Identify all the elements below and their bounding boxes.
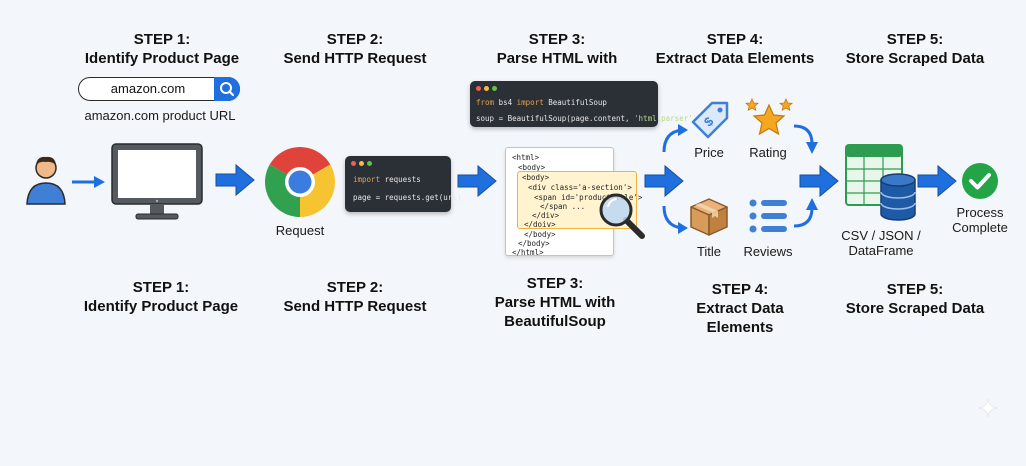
step2-top-header: STEP 2: Send HTTP Request xyxy=(270,30,440,68)
html-line: </body> xyxy=(524,230,556,239)
html-line: <body> xyxy=(522,173,550,182)
bs4-code-window: from bs4 import BeautifulSoup soup = Bea… xyxy=(470,81,697,127)
search-button[interactable] xyxy=(214,77,240,101)
database-icon xyxy=(880,173,916,221)
step2-top-title: Send HTTP Request xyxy=(283,50,427,67)
storage-format-line-2: DataFrame xyxy=(848,243,914,258)
merge-arrow-from-reviews xyxy=(793,198,818,228)
html-line: <span id='productTitle'> xyxy=(534,193,643,202)
step5-top-step: STEP 5: xyxy=(886,31,944,48)
html-line: </span ... xyxy=(540,202,586,211)
step5-top-title: Store Scraped Data xyxy=(845,50,985,67)
branch-arrow-down xyxy=(662,205,688,234)
arrow-store-to-complete xyxy=(917,164,957,198)
url-caption: amazon.com product URL xyxy=(84,108,236,123)
html-line: </doiv> xyxy=(524,220,556,229)
step1-top-title: Identify Product Page xyxy=(84,50,240,67)
url-search-value: amazon.com xyxy=(110,81,186,96)
requests-code-window: import requests page = requests.get(url) xyxy=(345,156,461,212)
process-complete-line-2: Complete xyxy=(952,220,1008,235)
step5-bottom-step: STEP 5: xyxy=(886,281,944,298)
html-line: </html> xyxy=(512,248,544,257)
step1-bottom-header: STEP 1: Identify Product Page xyxy=(76,278,246,316)
window-dots xyxy=(476,86,497,91)
process-complete-label: Process Complete xyxy=(944,205,1016,235)
html-line: </body> xyxy=(518,239,550,248)
step1-bottom-step: STEP 1: xyxy=(132,279,190,296)
bs4-code-line-1: from bs4 import BeautifulSoup xyxy=(476,98,607,107)
step3-top-title: Parse HTML with xyxy=(496,50,618,67)
step1-top-header: STEP 1: Identify Product Page xyxy=(82,30,242,68)
user-icon xyxy=(26,156,66,205)
step5-top-header: STEP 5: Store Scraped Data xyxy=(830,30,1000,68)
arrow-extract-to-store xyxy=(799,164,839,198)
rating-label: Rating xyxy=(749,145,787,160)
url-search-bar[interactable]: amazon.com xyxy=(78,77,240,101)
window-dots xyxy=(351,161,372,166)
star-rating-icon xyxy=(744,98,794,136)
step4-bottom-step: STEP 4: xyxy=(711,281,769,298)
list-icon xyxy=(749,199,787,233)
html-line: <body> xyxy=(518,163,546,172)
storage-format-label: CSV / JSON / DataFrame xyxy=(836,228,926,258)
step4-bottom-header: STEP 4: Extract Data Elements xyxy=(670,280,810,337)
step4-bottom-title-1: Extract Data xyxy=(696,300,784,317)
browser-label: Request xyxy=(275,223,325,238)
step1-top-step: STEP 1: xyxy=(133,31,191,48)
step2-bottom-step: STEP 2: xyxy=(326,279,384,296)
price-tag-icon: $ xyxy=(691,101,729,139)
monitor-icon xyxy=(111,143,203,220)
step3-top-header: STEP 3: Parse HTML with xyxy=(482,30,632,68)
reviews-label: Reviews xyxy=(743,244,793,259)
step2-bottom-header: STEP 2: Send HTTP Request xyxy=(270,278,440,316)
magnifier-icon xyxy=(599,193,645,239)
arrow-request-to-parse xyxy=(457,164,497,198)
check-circle-icon xyxy=(962,163,998,199)
step3-bottom-title-2: BeautifulSoup xyxy=(504,313,606,330)
html-document: <html> <body> <body> <div class='a-secti… xyxy=(505,147,642,257)
arrow-parse-to-extract xyxy=(644,164,684,198)
merge-arrow-from-rating xyxy=(793,124,818,154)
html-line: <div class='a-section'> xyxy=(528,183,632,192)
price-label: Price xyxy=(694,145,724,160)
requests-code-line-1: import requests xyxy=(353,175,421,184)
step4-bottom-title-2: Elements xyxy=(706,319,774,336)
search-icon xyxy=(220,82,235,97)
step2-bottom-title: Send HTTP Request xyxy=(283,298,427,315)
requests-code-line-2: page = requests.get(url) xyxy=(353,193,462,202)
process-complete-line-1: Process xyxy=(956,205,1004,220)
arrow-user-to-monitor xyxy=(72,176,105,188)
html-line: <html> xyxy=(512,153,540,162)
branch-arrow-up xyxy=(662,124,688,153)
step5-bottom-header: STEP 5: Store Scraped Data xyxy=(830,280,1000,318)
chrome-icon xyxy=(265,147,335,217)
step5-bottom-title: Store Scraped Data xyxy=(845,300,985,317)
step4-top-title: Extract Data Elements xyxy=(655,50,815,67)
arrow-monitor-to-browser xyxy=(215,163,255,197)
step4-top-header: STEP 4: Extract Data Elements xyxy=(645,30,825,68)
step1-bottom-title: Identify Product Page xyxy=(83,298,239,315)
step2-top-step: STEP 2: xyxy=(326,31,384,48)
step3-bottom-step: STEP 3: xyxy=(526,275,584,292)
step3-bottom-header: STEP 3: Parse HTML with BeautifulSoup xyxy=(480,274,630,331)
title-label: Title xyxy=(696,244,722,259)
storage-format-line-1: CSV / JSON / xyxy=(841,228,921,243)
package-box-icon xyxy=(690,198,728,236)
step3-bottom-title-1: Parse HTML with xyxy=(494,294,616,311)
step3-top-step: STEP 3: xyxy=(528,31,586,48)
step4-top-step: STEP 4: xyxy=(706,31,764,48)
html-line: </div> xyxy=(532,211,560,220)
sparkle-watermark-icon xyxy=(978,398,998,418)
